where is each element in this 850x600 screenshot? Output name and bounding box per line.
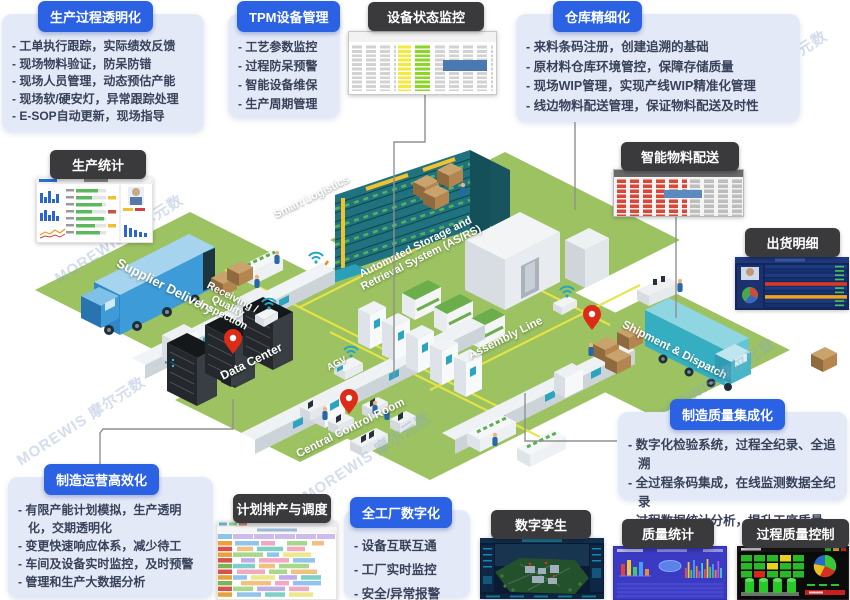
card-bullets: - 来料条码注册，创建追溯的基础 - 原材料仓库环境管控，保障存储质量 - 现场… <box>526 40 759 113</box>
label-shipment-detail: 出货明细 <box>745 228 840 257</box>
thumbnail-production-stats <box>36 177 153 243</box>
label-equipment-status: 设备状态监控 <box>368 2 484 31</box>
thumbnail-equipment-status <box>348 31 497 95</box>
card-title-warehouse: 仓库精细化 <box>553 1 643 32</box>
card-bullets: - 有限产能计划模拟，生产透明化，交期透明化 - 变更快速响应体系，减少待工 -… <box>18 503 194 589</box>
label-process-quality: 过程质量控制 <box>742 519 849 548</box>
card-title-quality-integration: 制造质量集成化 <box>670 399 786 430</box>
label-planning: 计划排产与调度 <box>233 494 331 523</box>
label-material-delivery: 智能物料配送 <box>621 142 739 171</box>
card-process-transparency: 生产过程透明化 - 工单执行跟踪，实际绩效反馈 - 现场物料验证，防呆防错 - … <box>2 1 204 132</box>
card-warehouse: 仓库精细化 - 来料条码注册，创建追溯的基础 - 原材料仓库环境管控，保障存储质… <box>516 1 800 122</box>
shipment-truck <box>645 298 751 391</box>
card-bullets: - 工艺参数监控 - 过程防呆预警 - 智能设备维保 - 生产周期管理 <box>238 40 318 111</box>
control-room-desks <box>300 397 416 456</box>
thumbnail-material-delivery <box>613 169 744 217</box>
card-title-process-transparency: 生产过程透明化 <box>38 1 154 32</box>
label-quality-stats: 质量统计 <box>622 519 714 548</box>
kitting-console <box>637 276 679 306</box>
thumbnail-quality-stats <box>613 546 727 600</box>
card-bullets: - 工单执行跟踪，实际绩效反馈 - 现场物料验证，防呆防错 - 现场人员管理，动… <box>12 39 179 123</box>
card-digital-factory: 全工厂数字化 - 设备互联互通 - 工厂实时监控 - 安全/异常报警 <box>344 497 470 600</box>
label-production-stats: 生产统计 <box>50 150 146 179</box>
card-bullets: - 设备互联互通 - 工厂实时监控 - 安全/异常报警 <box>354 539 441 600</box>
card-title-tpm: TPM设备管理 <box>237 1 341 32</box>
card-operations: 制造运营高效化 - 有限产能计划模拟，生产透明化，交期透明化 - 变更快速响应体… <box>8 464 213 598</box>
cleanroom-building <box>465 212 609 310</box>
thumbnail-process-quality <box>737 546 849 600</box>
thumbnail-planning <box>217 521 337 600</box>
work-tables <box>467 415 566 467</box>
agv-carts <box>255 296 577 380</box>
label-digital-twin: 数字孪生 <box>491 510 591 539</box>
card-title-digital-factory: 全工厂数字化 <box>350 497 453 528</box>
thumbnail-shipment-detail <box>735 257 849 310</box>
card-quality-integration: 制造质量集成化 - 数字化检验系统，过程全纪录、全追溯 - 全过程条码集成，在线… <box>618 399 847 528</box>
thumbnail-digital-twin <box>480 538 604 599</box>
card-title-operations: 制造运营高效化 <box>44 464 160 495</box>
card-tpm: TPM设备管理 - 工艺参数监控 - 过程防呆预警 - 智能设备维保 - 生产周… <box>228 1 341 118</box>
equipment-status-table <box>348 31 497 95</box>
data-center-racks <box>167 297 293 406</box>
material-delivery-table <box>613 169 744 217</box>
